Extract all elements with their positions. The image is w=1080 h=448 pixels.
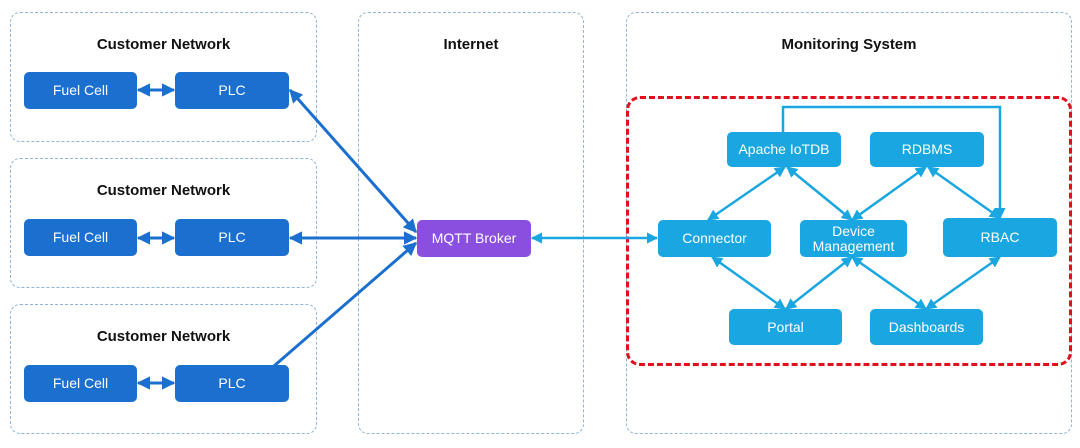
rdbms-rbac-link [927, 165, 1001, 220]
fuel-cell-node: Fuel Cell [24, 72, 137, 109]
devmgmt-dashboards-link [851, 255, 927, 311]
devmgmt-portal-link [785, 256, 853, 310]
connector-portal-link [711, 255, 786, 311]
region-title: Customer Network [96, 36, 231, 53]
connector-node: Connector [658, 220, 771, 257]
dashboards-node: Dashboards [870, 309, 983, 345]
plc-broker-link-3 [273, 241, 418, 368]
customer-network-region-1: Customer Network [10, 12, 317, 142]
device-management-node: Device Management [800, 220, 907, 257]
portal-node: Portal [729, 309, 842, 345]
customer-network-region-3: Customer Network [10, 304, 317, 434]
rdbms-node: RDBMS [870, 132, 984, 167]
rbac-node: RBAC [943, 218, 1057, 257]
region-title: Customer Network [96, 328, 231, 345]
connector-iotdb-link [707, 165, 786, 222]
rbac-dashboards-link [925, 255, 1001, 311]
monitoring-core-highlight [626, 96, 1072, 366]
iotdb-rbac-link [781, 105, 1006, 220]
rdbms-devmgmt-link [851, 165, 927, 222]
plc-node: PLC [175, 72, 289, 109]
fuel-cell-node: Fuel Cell [24, 365, 137, 402]
mqtt-broker-node: MQTT Broker [417, 220, 531, 257]
iotdb-devmgmt-link [786, 166, 853, 221]
plc-node: PLC [175, 219, 289, 256]
plc-broker-link-1 [288, 88, 418, 234]
plc-node: PLC [175, 365, 289, 402]
apache-iotdb-node: Apache IoTDB [727, 132, 841, 167]
region-title: Internet [443, 36, 499, 53]
fuel-cell-node: Fuel Cell [24, 219, 137, 256]
region-title: Customer Network [96, 182, 231, 199]
region-title: Monitoring System [781, 36, 917, 53]
